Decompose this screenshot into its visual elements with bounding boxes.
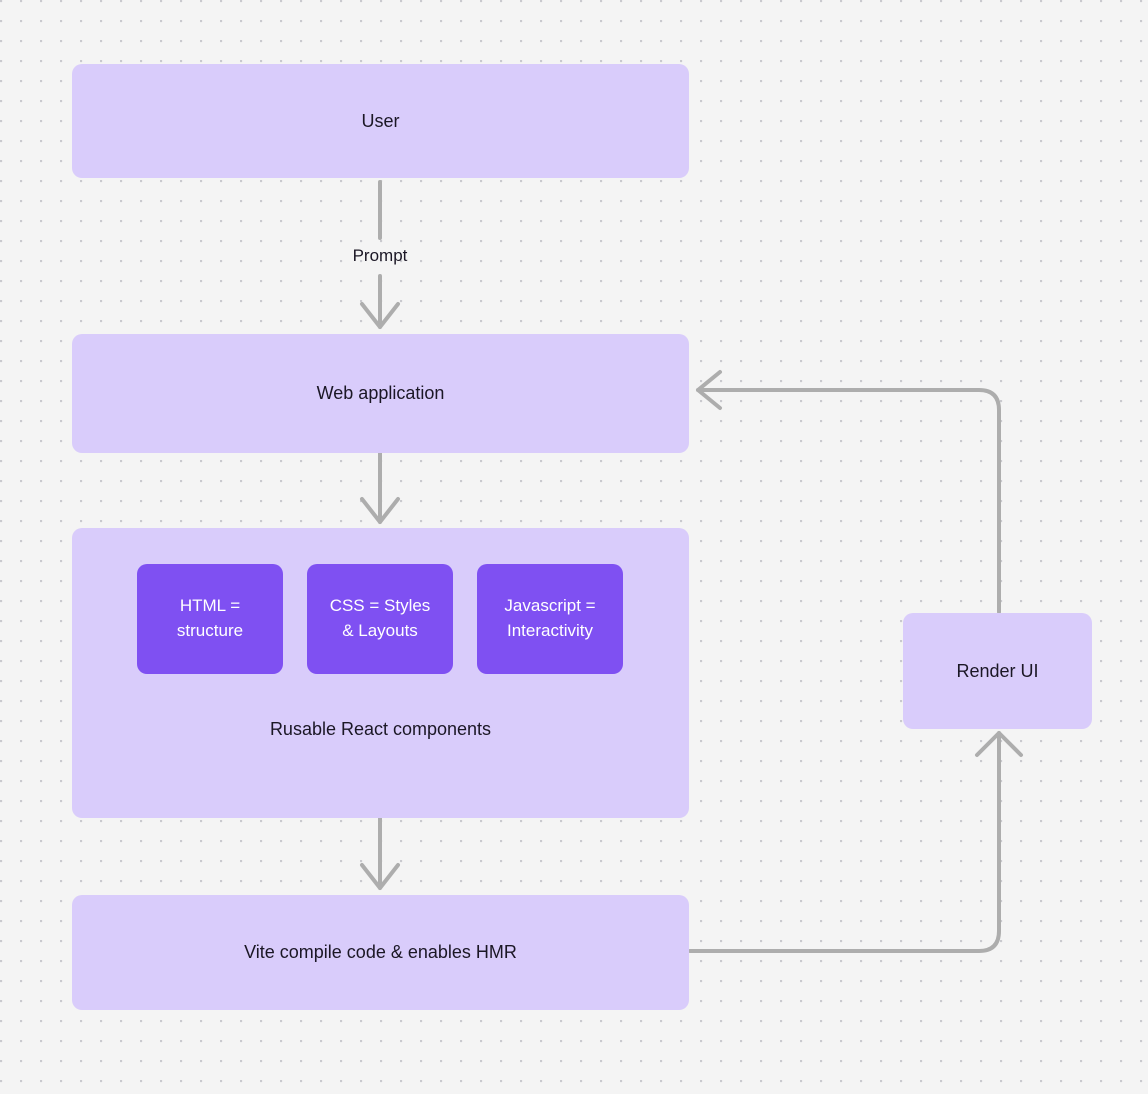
node-user[interactable]: User [72, 64, 689, 178]
edge-label-prompt-text: Prompt [352, 246, 408, 265]
chip-javascript-line1: Javascript = [504, 596, 596, 616]
arrowhead-down-to-components [360, 497, 400, 524]
components-group-caption-text: Rusable React components [269, 719, 492, 739]
arrowhead-down-to-vite [360, 863, 400, 890]
node-web-application-label: Web application [316, 383, 445, 404]
node-web-application[interactable]: Web application [72, 334, 689, 453]
node-vite-label: Vite compile code & enables HMR [244, 942, 517, 963]
chip-css-line2: & Layouts [342, 621, 418, 640]
arrowhead-up-to-render-ui [975, 731, 1023, 757]
chip-css-line1: CSS = Styles [329, 596, 431, 616]
chip-css[interactable]: CSS = Styles & Layouts [307, 564, 453, 674]
edge-render-ui-to-web-application [696, 388, 1001, 614]
arrowhead-down-to-web-application [360, 302, 400, 329]
edge-vite-to-render-ui [688, 731, 1001, 953]
edge-label-prompt: Prompt [330, 246, 430, 266]
node-vite[interactable]: Vite compile code & enables HMR [72, 895, 689, 1010]
chip-html-line1: HTML = [179, 596, 241, 616]
node-user-label: User [361, 110, 400, 131]
node-render-ui[interactable]: Render UI [903, 613, 1092, 729]
chip-javascript[interactable]: Javascript = Interactivity [477, 564, 623, 674]
chip-html[interactable]: HTML = structure [137, 564, 283, 674]
node-render-ui-label: Render UI [956, 660, 1039, 681]
arrowhead-left-to-web-application [696, 370, 722, 410]
chip-html-line2: structure [176, 621, 244, 640]
components-group-caption: Rusable React components [72, 719, 689, 740]
chip-javascript-line2: Interactivity [507, 621, 593, 640]
